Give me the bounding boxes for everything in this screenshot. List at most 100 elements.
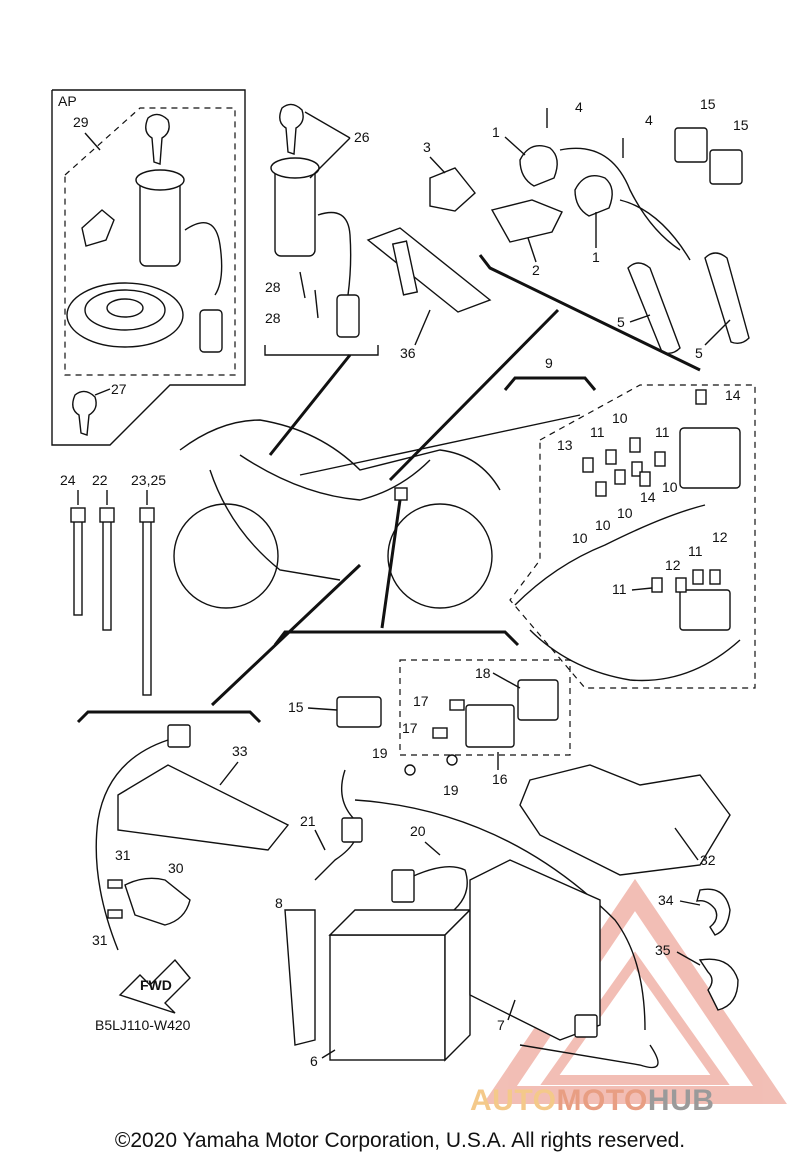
callout-12: 12: [665, 557, 681, 573]
relay-18: [517, 679, 559, 721]
cable-tie: [142, 509, 152, 696]
callout-11: 11: [688, 543, 703, 559]
relay-15: [674, 127, 708, 163]
relay-group: 18 17 17 15 19 19 16: [273, 630, 571, 798]
callout-33: 33: [232, 743, 248, 759]
callout-32: 32: [700, 852, 716, 868]
battery-6: [329, 934, 446, 1061]
callout-15: 15: [288, 699, 304, 715]
ignition-coil-group: 3 4 4 1 1 2 15 15 5 5: [423, 96, 750, 372]
callout-5: 5: [617, 314, 625, 330]
callout-28: 28: [265, 310, 281, 326]
rubber-sheet-33: [117, 764, 290, 851]
relay-15: [709, 149, 743, 185]
ap-label: AP: [58, 93, 77, 109]
clamp-35: [698, 958, 739, 1011]
main-switch-group: 26 28 28 36: [264, 103, 492, 361]
callout-31: 31: [115, 847, 131, 863]
main-switch-connector: [336, 294, 360, 338]
callout-11: 11: [612, 581, 627, 597]
main-switch-connector: [199, 309, 223, 353]
callout-1: 1: [592, 249, 600, 265]
key-icon: [145, 113, 170, 165]
callout-4: 4: [575, 99, 583, 115]
callout-3: 3: [423, 139, 431, 155]
fuse: [695, 389, 707, 405]
harness-bundle: [514, 504, 706, 606]
clamps-group: 34 35: [655, 888, 739, 1011]
screw-31: [107, 909, 123, 919]
callout-17: 17: [402, 720, 418, 736]
battery-cover-7: [469, 859, 601, 1041]
sidestand-switch: [124, 877, 191, 926]
callout-13: 13: [557, 437, 573, 453]
clamp-34: [696, 888, 731, 936]
callout-22: 22: [92, 472, 108, 488]
callout-19: 19: [443, 782, 459, 798]
callout-23-25: 23,25: [131, 472, 166, 488]
callout-34: 34: [658, 892, 674, 908]
callout-30: 30: [168, 860, 184, 876]
rubber-tray-32: [519, 764, 731, 876]
harness-connector: [394, 487, 408, 501]
copyright-notice: ©2020 Yamaha Motor Corporation, U.S.A. A…: [114, 1129, 686, 1152]
fwd-label: FWD: [140, 977, 172, 993]
main-switch-top: [135, 169, 185, 191]
fuse: [614, 469, 626, 485]
callout-10: 10: [612, 410, 628, 426]
fuse: [631, 461, 643, 477]
callout-31: 31: [92, 932, 108, 948]
callout-36: 36: [400, 345, 416, 361]
key-icon-lower: [72, 390, 97, 436]
callout-10: 10: [595, 517, 611, 533]
warning-label-sheet: [366, 227, 492, 313]
ignition-coil: [574, 175, 613, 217]
fuse: [639, 471, 651, 487]
callout-18: 18: [475, 665, 491, 681]
callout-20: 20: [410, 823, 426, 839]
callout-6: 6: [310, 1053, 318, 1069]
wire-harness: [239, 454, 431, 501]
diagram-code: B5LJ110-W420: [95, 1017, 191, 1033]
fuse: [654, 451, 666, 467]
callout-15: 15: [733, 117, 749, 133]
callout-12: 12: [712, 529, 728, 545]
watermark-text: AUTOMOTOHUB: [470, 1084, 714, 1118]
callout-35: 35: [655, 942, 671, 958]
callout-14: 14: [725, 387, 741, 403]
cable-ties-group: 24 22 23,25: [60, 472, 166, 696]
key-icon: [279, 103, 304, 155]
relay-15: [336, 696, 382, 728]
callout-10: 10: [662, 479, 678, 495]
fuse-17: [432, 727, 448, 739]
spark-plug-cap: [704, 252, 750, 345]
wire-harness-group: 9 14 13 11 10 11 10 14 10 10 10 12 11 12…: [503, 355, 756, 689]
fwd-arrow-icon: [118, 958, 191, 1014]
callout-10: 10: [572, 530, 588, 546]
callout-15: 15: [700, 96, 716, 112]
callout-14: 14: [640, 489, 656, 505]
motorcycle-outline: [173, 308, 581, 707]
fuse-box: [679, 427, 741, 489]
callout-24: 24: [60, 472, 76, 488]
callout-16: 16: [492, 771, 508, 787]
battery-group: 21 20 32 8 6 7: [275, 764, 731, 1069]
cable-tie: [73, 509, 83, 616]
fuse: [595, 481, 607, 497]
callout-8: 8: [275, 895, 283, 911]
battery-lead-20: [404, 865, 468, 921]
rectifier: [429, 167, 476, 212]
relay-holder-16: [465, 704, 515, 748]
callout-5: 5: [695, 345, 703, 361]
cable-tie: [102, 509, 112, 631]
callout-7: 7: [497, 1017, 505, 1033]
callout-17: 17: [413, 693, 429, 709]
sidestand-switch-group: 33 31 30 31 FWD B5LJ110-W420: [76, 710, 290, 1033]
watermark-moto: MOTO: [556, 1084, 648, 1117]
fuse-17: [449, 699, 465, 711]
callout-29: 29: [73, 114, 89, 130]
connector-33: [167, 724, 191, 748]
fuse: [629, 437, 641, 453]
callout-27: 27: [111, 381, 127, 397]
callout-11: 11: [655, 424, 670, 440]
